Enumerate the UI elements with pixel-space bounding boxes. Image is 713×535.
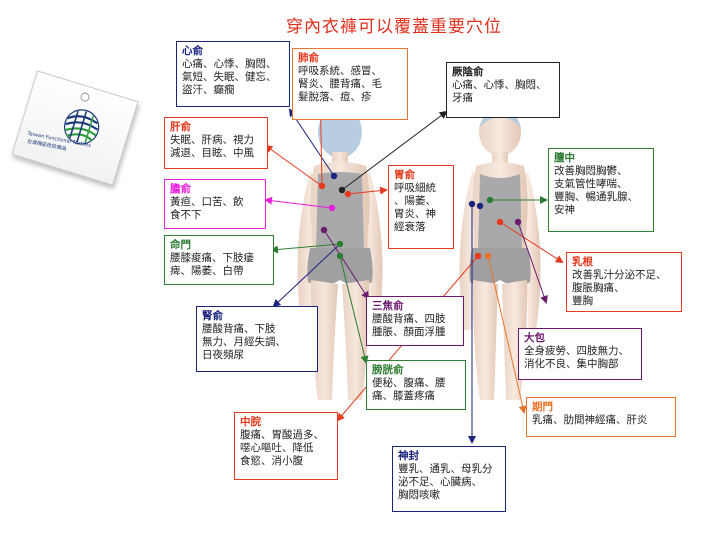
line-xinshu (288, 108, 335, 177)
dot-shenfeng (468, 200, 476, 208)
jueyinshu-title: 厥陰俞 (452, 66, 484, 78)
feishu-title: 肺俞 (298, 52, 319, 64)
line-pangguangshu (339, 255, 369, 364)
dot-dabao (514, 218, 522, 226)
box-shenshu: 腎俞 腰酸背痛、下肢 無力、月經失調、 日夜頻尿 (196, 306, 318, 372)
dabao-desc: 全身疲勞、四肢無力、 消化不良、集中胸部 (524, 345, 629, 370)
weishu-title: 胃俞 (394, 169, 415, 181)
qimen-title: 期門 (532, 401, 553, 413)
dot-feishu (318, 182, 326, 190)
box-dabao: 大包 全身疲勞、四肢無力、 消化不良、集中胸部 (518, 328, 642, 380)
box-pangguangshu: 膀胱俞 便秘、腹痛、腰 痛、膝蓋疼痛 (366, 360, 466, 410)
line-dabao (517, 221, 548, 304)
box-xinshu: 心俞 心痛、心悸、胸悶、 氣短、失眠、健忘、 盜汗、癲癇 (176, 41, 290, 107)
rugen-desc: 改善乳汁分泌不足、 腹脹胸痛、 豐胸 (572, 269, 667, 307)
line-danshu (264, 196, 333, 209)
dot-xinshu (330, 172, 338, 180)
box-shenfeng: 神封 豐乳、通乳、母乳分 泌不足、心臟病、 胸悶咳嗽 (392, 446, 506, 512)
pangguangshu-title: 膀胱俞 (372, 364, 404, 376)
xinshu-desc: 心痛、心悸、胸悶、 氣短、失眠、健忘、 盜汗、癲癇 (182, 58, 277, 96)
line-rugen (499, 221, 564, 264)
dot-mingmen (336, 240, 344, 248)
danshu-title: 膽俞 (170, 183, 191, 195)
dot-danshu (328, 204, 336, 212)
line-mingmen (270, 243, 341, 254)
box-feishu: 肺俞 呼吸系統、感冒、 腎炎、腰背痛、毛 髮脫落、痘、疹 (292, 48, 408, 120)
zhongwan-title: 中脘 (240, 416, 261, 428)
danzhong-desc: 改善胸悶胸鬱、 支氣管性哮喘、 豐胸、暢通乳腺、 安神 (554, 165, 638, 216)
line-qimen (487, 255, 527, 414)
dot-rugen (496, 218, 504, 226)
box-ganshu: 肝俞 失眠、肝病、視力 減退、目眩、中風 (164, 117, 268, 169)
dot-pangguangshu (336, 252, 344, 260)
sanjiaoshu-title: 三焦俞 (372, 300, 404, 312)
box-weishu: 胃俞 呼吸細統 、陽萎、 胃炎、神 經衰落 (388, 165, 454, 249)
ganshu-desc: 失眠、肝病、視力 減退、目眩、中風 (170, 134, 254, 159)
line-shenshu (272, 243, 341, 308)
ganshu-title: 肝俞 (170, 121, 191, 133)
sanjiaoshu-desc: 腰酸背痛、四肢 腫脹、顏面浮腫 (372, 313, 446, 338)
dot-front-blue (476, 202, 484, 210)
box-jueyinshu: 厥陰俞 心痛、心悸、胸悶、 牙痛 (446, 62, 560, 118)
feishu-desc: 呼吸系統、感冒、 腎炎、腰背痛、毛 髮脫落、痘、疹 (298, 65, 382, 103)
dot-danzhong (486, 196, 494, 204)
line-weishu (347, 186, 388, 195)
zhongwan-desc: 腹痛、胃酸過多、 噁心嘔吐、降低 食慾、消小腹 (240, 429, 324, 467)
shenshu-desc: 腰酸背痛、下肢 無力、月經失調、 日夜頻尿 (202, 323, 286, 361)
dot-qimen (484, 252, 492, 260)
page-title: 穿內衣褲可以覆蓋重要穴位 (286, 17, 502, 37)
xinshu-title: 心俞 (182, 45, 203, 57)
box-qimen: 期門 乳痛、肋間神經痛、肝炎 (526, 397, 676, 437)
mingmen-title: 命門 (170, 239, 191, 251)
shenfeng-desc: 豐乳、通乳、母乳分 泌不足、心臟病、 胸悶咳嗽 (398, 463, 493, 501)
qimen-desc: 乳痛、肋間神經痛、肝炎 (532, 414, 648, 426)
pangguangshu-desc: 便秘、腹痛、腰 痛、膝蓋疼痛 (372, 377, 446, 402)
weishu-desc: 呼吸細統 、陽萎、 胃炎、神 經衰落 (394, 182, 436, 233)
dot-sanjiaoshu (320, 226, 328, 234)
box-mingmen: 命門 腰膝痠痛、下肢痿 痺、陽萎、白帶 (164, 235, 274, 285)
box-danshu: 膽俞 黃疸、口苦、飲 食不下 (164, 179, 266, 229)
box-sanjiaoshu: 三焦俞 腰酸背痛、四肢 腫脹、顏面浮腫 (366, 296, 464, 346)
dot-weishu (344, 190, 352, 198)
shenfeng-title: 神封 (398, 450, 419, 462)
box-zhongwan: 中脘 腹痛、胃酸過多、 噁心嘔吐、降低 食慾、消小腹 (234, 412, 338, 480)
danshu-desc: 黃疸、口苦、飲 食不下 (170, 196, 244, 221)
rugen-title: 乳根 (572, 256, 593, 268)
textile-globe-icon (64, 109, 100, 145)
jueyinshu-desc: 心痛、心悸、胸悶、 牙痛 (452, 79, 547, 104)
shenshu-title: 腎俞 (202, 310, 223, 322)
box-rugen: 乳根 改善乳汁分泌不足、 腹脹胸痛、 豐胸 (566, 252, 682, 312)
line-jueyinshu (341, 110, 448, 191)
mingmen-desc: 腰膝痠痛、下肢痿 痺、陽萎、白帶 (170, 252, 254, 277)
dot-jueyinshu-back (338, 186, 346, 194)
line-sanjiaoshu (323, 229, 370, 300)
dot-zhongwan (474, 252, 482, 260)
line-ganshu (264, 144, 323, 187)
dabao-title: 大包 (524, 332, 545, 344)
taiwan-functional-textiles-logo: Taiwan Functional Textiles 台灣機能性紡織品 (11, 70, 139, 186)
box-danzhong: 膻中 改善胸悶胸鬱、 支氣管性哮喘、 豐胸、暢通乳腺、 安神 (548, 148, 654, 232)
danzhong-title: 膻中 (554, 152, 575, 164)
